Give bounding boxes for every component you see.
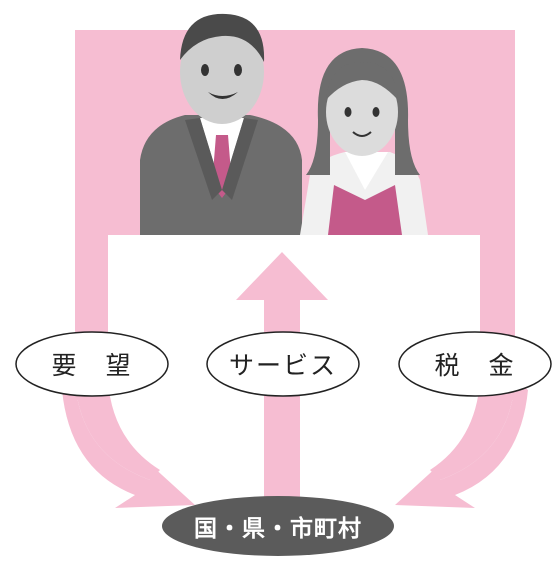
left-curved-arrow xyxy=(62,380,195,508)
businessman-illustration xyxy=(140,13,302,235)
request-label: 要 望 xyxy=(51,351,133,380)
label-ellipse-center xyxy=(206,331,360,397)
pink-flow xyxy=(62,30,528,508)
label-ellipse-left xyxy=(15,331,169,397)
right-curved-arrow xyxy=(395,380,528,508)
government-ellipse xyxy=(162,496,394,556)
government-label: 国・県・市町村 xyxy=(194,516,362,542)
service-label: サービス xyxy=(228,351,337,380)
businesswoman-illustration xyxy=(300,48,428,235)
tax-label: 税 金 xyxy=(434,351,516,380)
label-ellipse-right xyxy=(398,331,552,397)
